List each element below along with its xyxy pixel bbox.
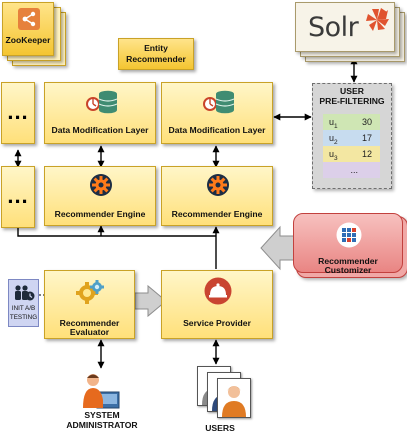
users-icon <box>217 378 251 418</box>
recommender-customizer-box: Recommender Customizer <box>293 213 403 276</box>
prefilter-row: u3 12 <box>323 146 380 162</box>
prefilter-row-sub: 3 <box>334 154 338 162</box>
prefilter-row-user: u3 <box>329 149 338 162</box>
prefilter-row-user: u1 <box>329 117 338 130</box>
service-provider-label: Service Provider <box>183 318 251 328</box>
zookeeper-label: ZooKeeper <box>5 35 51 45</box>
evaluator-gears-icon <box>76 280 104 304</box>
arrow-customizer-to-engine <box>260 225 296 271</box>
prefilter-title-line1: USER <box>340 86 364 96</box>
recommender-engine-right: Recommender Engine <box>161 166 273 226</box>
init-ab-testing-box: INIT A/B TESTING <box>8 279 39 327</box>
prefilter-row: u2 17 <box>323 130 380 146</box>
database-icon <box>86 90 118 114</box>
prefilter-row-value: 12 <box>361 149 372 159</box>
placeholder-box-bottom: ... <box>1 166 35 228</box>
data-modification-layer-left: Data Modification Layer <box>44 82 156 144</box>
engine-left-label: Recommender Engine <box>54 209 146 219</box>
solr-label: Solr <box>308 12 359 43</box>
sysadmin-line1: SYSTEM <box>84 410 120 420</box>
service-provider-box: Service Provider <box>161 270 273 339</box>
prefilter-row-user: u2 <box>329 133 338 146</box>
solr-box: Solr <box>295 2 395 52</box>
prefilter-row: ... <box>323 162 380 178</box>
sysadmin-line2: ADMINISTRATOR <box>66 419 138 430</box>
solr-sun-icon <box>366 8 389 31</box>
system-administrator-icon <box>83 374 120 409</box>
engine-right-label: Recommender Engine <box>171 209 263 219</box>
ab-testing-icon <box>15 285 35 301</box>
prefilter-row-value: ... <box>350 165 358 175</box>
prefilter-row-value: 17 <box>361 133 372 143</box>
customizer-label: Recommender Customizer <box>318 256 378 276</box>
gear-icon <box>90 174 112 196</box>
prefilter-row-value: 30 <box>361 117 372 127</box>
database-icon <box>203 90 235 114</box>
init-ab-line2: TESTING <box>9 314 38 321</box>
placeholder-dots-top: ... <box>7 99 29 124</box>
prefilter-row-sub: 2 <box>334 138 338 146</box>
placeholder-dots-bottom: ... <box>7 183 29 208</box>
gear-icon <box>207 174 229 196</box>
sysadmin-caption: SYSTEM ADMINISTRATOR <box>62 410 142 431</box>
service-bell-icon <box>204 277 232 305</box>
prefilter-title-line2: PRE-FILTERING <box>319 96 385 106</box>
recommender-engine-left: Recommender Engine <box>44 166 156 226</box>
zookeeper-box: ZooKeeper <box>2 2 54 56</box>
entity-recommender-box: Entity Recommender <box>118 38 194 70</box>
placeholder-box-top: ... <box>1 82 35 144</box>
zookeeper-icon <box>18 8 40 30</box>
dml-right-label: Data Modification Layer <box>168 125 266 135</box>
data-modification-layer-right: Data Modification Layer <box>161 82 273 144</box>
prefilter-row-sub: 1 <box>334 122 338 130</box>
entity-recommender-line2: Recommender <box>126 54 186 64</box>
init-ab-line1: INIT A/B <box>11 305 36 312</box>
recommender-evaluator-box: Recommender Evaluator <box>44 270 135 339</box>
dml-left-label: Data Modification Layer <box>51 125 149 135</box>
users-caption: USERS <box>205 423 235 433</box>
entity-recommender-line1: Entity <box>144 43 168 53</box>
evaluator-label: Recommender Evaluator <box>59 318 120 338</box>
prefilter-row: u1 30 <box>323 114 380 130</box>
customizer-grid-icon <box>336 222 362 248</box>
